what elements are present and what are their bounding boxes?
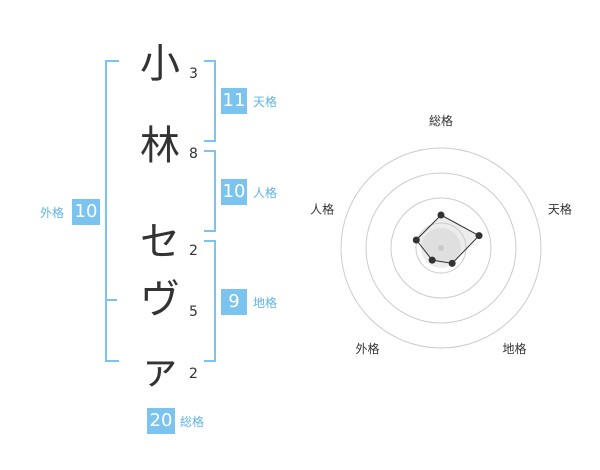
radar-axis-label-1: 総格 <box>429 113 453 128</box>
jinkaku-bracket <box>204 150 216 232</box>
stroke-count-2: 8 <box>189 146 198 162</box>
radar-ring-4 <box>340 147 542 349</box>
radar-center-dot <box>438 245 444 251</box>
radar-point-4 <box>428 256 436 264</box>
name-char-5: ァ <box>140 347 180 393</box>
soukaku-label: 総格 <box>180 415 205 429</box>
radar-axis-label-3: 地格 <box>502 341 526 356</box>
radar-polygon <box>415 214 480 264</box>
gaikaku-bracket-tick <box>105 299 117 301</box>
stroke-count-1: 3 <box>189 66 198 82</box>
radar-axis-label-2: 天格 <box>548 201 572 216</box>
jinkaku-score: 10 <box>221 179 247 205</box>
radar-axis-label-4: 外格 <box>356 341 380 356</box>
chikaku-score: 9 <box>221 289 247 315</box>
stroke-count-3: 2 <box>189 243 198 259</box>
tenkaku-score: 11 <box>221 88 247 114</box>
radar-ring-3 <box>365 172 517 324</box>
tenkaku-bracket <box>204 60 216 142</box>
radar-axis-label-5: 人格 <box>310 201 334 216</box>
tenkaku-label: 天格 <box>253 95 278 109</box>
soukaku-score: 20 <box>147 408 175 434</box>
chikaku-label: 地格 <box>253 296 278 310</box>
radar-point-2 <box>475 232 483 240</box>
jinkaku-label: 人格 <box>253 186 278 200</box>
radar-ring-1 <box>415 222 467 274</box>
radar-point-5 <box>412 236 420 244</box>
radar-ring-2 <box>390 197 492 299</box>
chikaku-bracket <box>204 240 216 362</box>
name-char-1: 小 <box>140 41 180 87</box>
name-char-2: 林 <box>140 123 180 169</box>
radar-point-3 <box>448 259 456 267</box>
gaikaku-score: 10 <box>72 199 100 225</box>
name-char-3: セ <box>140 219 180 265</box>
gaikaku-bracket <box>105 60 119 362</box>
radar-point-1 <box>437 211 445 219</box>
name-char-4: ヴ <box>140 277 180 323</box>
gaikaku-label: 外格 <box>40 206 65 220</box>
stroke-count-5: 2 <box>189 366 198 382</box>
stroke-count-4: 5 <box>189 304 198 320</box>
